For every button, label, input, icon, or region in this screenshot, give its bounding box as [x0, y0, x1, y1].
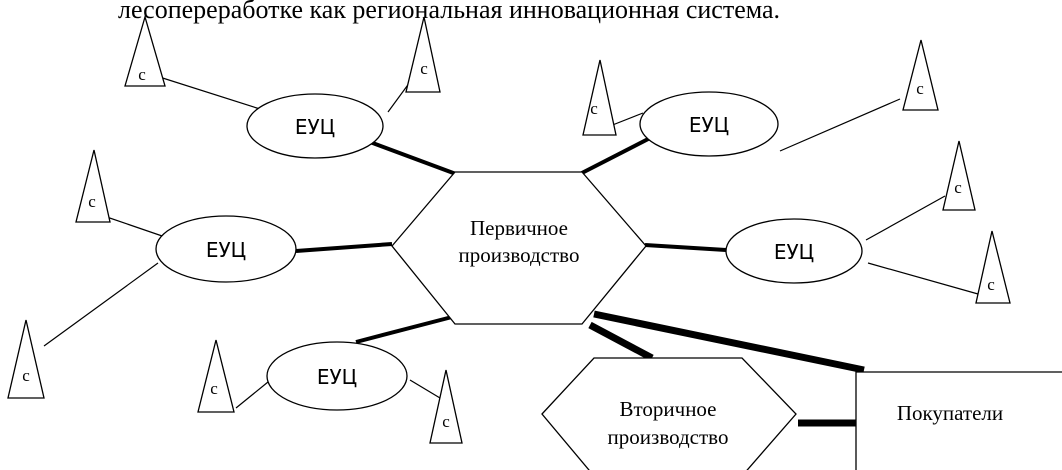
- cone-triangle: [197, 339, 235, 413]
- euc-ellipse: [266, 341, 408, 411]
- cone-8: с: [7, 319, 45, 399]
- euc-node-left: ЕУЦ: [155, 215, 297, 283]
- cone-label: с: [138, 65, 146, 84]
- connector-thin: [867, 262, 979, 295]
- connector-thin: [387, 81, 411, 113]
- euc-ellipse: [639, 91, 779, 157]
- euc-node-top-left: ЕУЦ: [246, 93, 384, 159]
- connector-medium: [355, 315, 453, 344]
- primary-production-line1: Первичное: [470, 216, 568, 240]
- buyers-box: [855, 371, 1062, 470]
- cone-triangle: [942, 140, 976, 211]
- cone-label: с: [916, 79, 924, 98]
- cone-2: с: [405, 16, 441, 93]
- connector-thin: [409, 379, 441, 399]
- cone-7: с: [975, 230, 1011, 304]
- cone-label: с: [954, 178, 962, 197]
- cone-triangle: [7, 319, 45, 399]
- cone-triangle: [124, 14, 166, 87]
- cone-10: с: [429, 369, 463, 444]
- connector-bold: [588, 321, 654, 362]
- cone-triangle: [429, 369, 463, 444]
- cone-3: с: [582, 59, 617, 136]
- secondary-production-line2: производство: [608, 425, 729, 449]
- primary-production-hexagon: [391, 171, 647, 325]
- euc-ellipse: [725, 218, 863, 284]
- cone-label: с: [420, 59, 428, 78]
- euc-label: ЕУЦ: [317, 365, 357, 389]
- connector-thin: [865, 195, 946, 241]
- euc-node-right: ЕУЦ: [725, 218, 863, 284]
- connector-bold: [593, 310, 865, 374]
- primary-production-line2: производство: [459, 243, 580, 267]
- cone-label: с: [210, 379, 218, 398]
- cone-label: с: [442, 412, 450, 431]
- connector-medium: [295, 242, 393, 253]
- cone-triangle: [405, 16, 441, 93]
- secondary-production-hexagon: [541, 357, 797, 470]
- cone-4: с: [902, 39, 939, 111]
- cone-label: с: [590, 99, 598, 118]
- primary-production-node: Первичное производство: [391, 171, 647, 325]
- cone-label: с: [987, 275, 995, 294]
- euc-node-top-right: ЕУЦ: [639, 91, 779, 157]
- cone-triangle: [975, 230, 1011, 304]
- euc-label: ЕУЦ: [295, 115, 335, 139]
- bold-connectors: [588, 310, 865, 427]
- buyers-node: Покупатели: [855, 371, 1062, 470]
- euc-ellipse: [246, 93, 384, 159]
- connector-thin: [235, 381, 269, 409]
- connector-thin: [43, 262, 159, 347]
- connector-medium: [369, 140, 457, 176]
- euc-node-bottom-left: ЕУЦ: [266, 341, 408, 411]
- connector-thin: [609, 112, 644, 127]
- euc-ellipse: [155, 215, 297, 283]
- connector-medium: [577, 134, 655, 177]
- connector-medium: [644, 243, 727, 252]
- cone-triangle: [582, 59, 617, 136]
- thin-connectors: [43, 73, 979, 409]
- cone-label: с: [22, 366, 30, 385]
- header-text: лесопереработке как региональная инновац…: [118, 0, 780, 24]
- cone-triangle: [75, 149, 111, 223]
- cone-9: с: [197, 339, 235, 413]
- cone-1: с: [124, 14, 166, 87]
- euc-label: ЕУЦ: [206, 238, 246, 262]
- cone-label: с: [88, 192, 96, 211]
- connector-thin: [779, 98, 901, 152]
- medium-connectors: [295, 134, 727, 344]
- connector-thin: [149, 73, 261, 110]
- secondary-production-line1: Вторичное: [619, 397, 716, 421]
- cone-5: с: [75, 149, 111, 223]
- euc-label: ЕУЦ: [689, 113, 729, 137]
- buyers-label: Покупатели: [897, 401, 1003, 425]
- cone-triangle: [902, 39, 939, 111]
- euc-label: ЕУЦ: [774, 240, 814, 264]
- secondary-production-node: Вторичное производство: [541, 357, 797, 470]
- cone-6: с: [942, 140, 976, 211]
